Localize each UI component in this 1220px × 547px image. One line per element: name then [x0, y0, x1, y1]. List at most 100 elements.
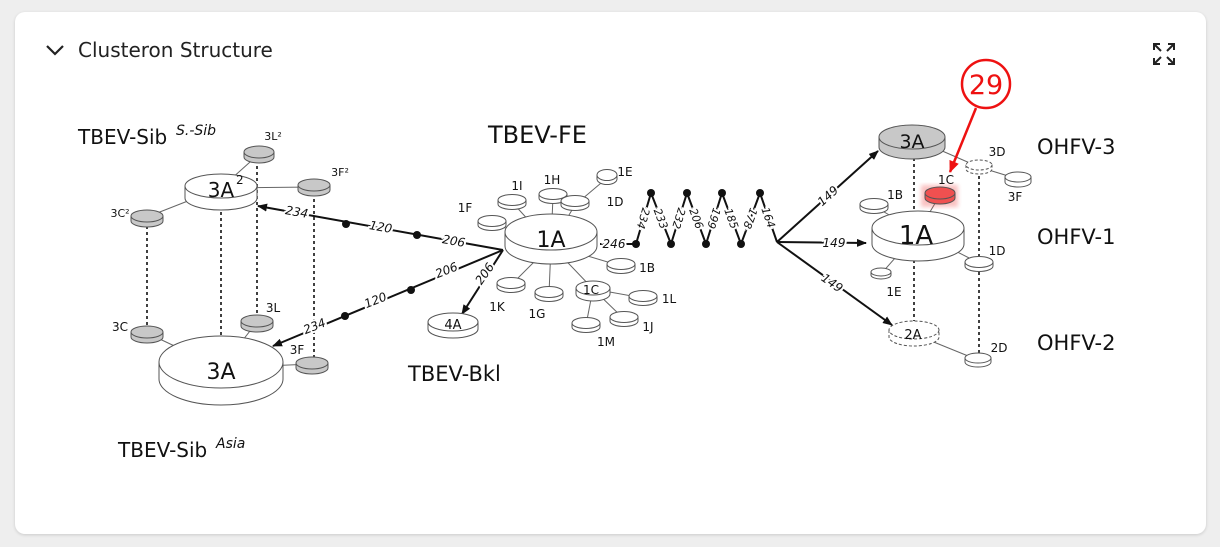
node-label-oh-1D: 1D: [989, 244, 1006, 258]
annotation-label: 29: [969, 70, 1003, 101]
node-oh-2A[interactable]: [888, 320, 940, 347]
node-label-sib-3F2: 3F²: [331, 166, 349, 179]
group-label-tbev-fe: TBEV-FE: [487, 121, 587, 149]
node-label-oh-1E: 1E: [886, 285, 901, 299]
mutation-dot: [632, 240, 640, 248]
edge-label: 246: [603, 237, 626, 251]
node-oh-3D[interactable]: [965, 159, 993, 175]
group-label-ohfv-1: OHFV-1: [1037, 225, 1115, 249]
node-label-superscript: 2: [236, 173, 244, 187]
node-fe-1B[interactable]: [606, 258, 636, 274]
edge-label: 164: [758, 206, 777, 230]
edge-label: 234: [301, 316, 327, 338]
node-oh-1E[interactable]: [870, 267, 892, 280]
node-label-oh-1A: 1A: [899, 221, 934, 251]
node-fe-1I[interactable]: [497, 194, 527, 210]
node-label-sib-3L2: 3L²: [264, 130, 282, 143]
node-label-fe-1H: 1H: [544, 173, 561, 187]
node-oh-1A[interactable]: [871, 210, 965, 262]
edge-label: 234: [634, 206, 652, 230]
edge-label: 206: [433, 259, 460, 281]
node-oh-3F[interactable]: [1004, 171, 1032, 188]
node-sib-3L2[interactable]: [243, 145, 275, 164]
node-label-fe-1I: 1I: [511, 179, 522, 193]
expand-icon[interactable]: [1151, 41, 1177, 67]
node-oh-1B[interactable]: [859, 198, 889, 214]
node-fe-1F[interactable]: [477, 215, 507, 231]
edge-arrow: [776, 238, 867, 247]
node-label-bkl-4A: 4A: [444, 318, 461, 333]
node-fe-1A[interactable]: [504, 213, 598, 265]
mutation-dot: [342, 220, 350, 228]
edge-label: 120: [362, 289, 389, 311]
node-label-fe-1E: 1E: [617, 165, 632, 179]
mutation-dot: [718, 189, 726, 197]
node-label-sib-3C: 3C: [112, 320, 128, 334]
node-sib-3C2[interactable]: [130, 209, 164, 228]
annotation-arrow: [948, 107, 978, 173]
mutation-dot: [647, 189, 655, 197]
node-sib-3F2[interactable]: [297, 178, 331, 197]
edge-label: 149: [823, 236, 846, 250]
node-label-oh-1C: 1C: [938, 173, 954, 187]
mutation-dot: [413, 231, 421, 239]
mutation-dot: [407, 286, 415, 294]
node-label-fe-1K: 1K: [489, 300, 506, 314]
node-label-oh-3A: 3A: [899, 131, 924, 153]
group-label-tbev-bkl: TBEV-Bkl: [407, 362, 501, 386]
node-fe-1M[interactable]: [571, 317, 601, 333]
node-fe-1C[interactable]: [575, 280, 611, 302]
node-label-fe-1G: 1G: [529, 307, 546, 321]
node-label-sib-3F: 3F: [290, 343, 305, 357]
edge-arrow: [461, 249, 504, 315]
edge-label: 233: [651, 207, 671, 231]
node-oh-1C-highlighted[interactable]: [924, 186, 956, 205]
edge-label: 206: [441, 232, 466, 250]
node-oh-1D[interactable]: [964, 256, 994, 272]
edge-arrow: [776, 150, 879, 243]
group-label-sup: S.-Sib: [176, 123, 216, 139]
node-fe-1L[interactable]: [628, 290, 658, 306]
edge-label: 178: [740, 206, 760, 230]
edge-arrow: [272, 249, 504, 347]
edge-label: 120: [368, 218, 393, 236]
chevron-down-icon: [46, 45, 64, 56]
node-fe-1G[interactable]: [534, 286, 564, 302]
group-label-tbev-sib-asia: TBEV-Sib: [117, 438, 207, 462]
node-oh-2D[interactable]: [964, 352, 992, 368]
edge-label: 234: [284, 203, 309, 221]
node-label-sib-3C2: 3C²: [110, 207, 129, 220]
node-sib-3A[interactable]: [158, 335, 284, 406]
node-sib-3L[interactable]: [240, 314, 274, 333]
node-label-fe-1F: 1F: [458, 201, 473, 215]
group-label-tbev-sib-ssib: TBEV-Sib: [77, 125, 167, 149]
annotation-circle: [960, 58, 1012, 110]
mutation-dot: [341, 312, 349, 320]
node-fe-1D[interactable]: [560, 195, 590, 211]
node-fe-1H[interactable]: [538, 188, 568, 204]
group-label-ohfv-3: OHFV-3: [1037, 135, 1115, 159]
node-sib-3C[interactable]: [130, 325, 164, 344]
node-bkl-4A[interactable]: [427, 312, 479, 339]
node-label-oh-2D: 2D: [991, 341, 1008, 355]
node-label-oh-3D: 3D: [989, 145, 1006, 159]
node-label-fe-1J: 1J: [642, 320, 653, 334]
node-sib-3A2[interactable]: [184, 173, 258, 211]
edge-label: 199: [704, 206, 723, 230]
mutation-dot: [702, 240, 710, 248]
mutation-dot: [737, 240, 745, 248]
node-label-oh-2A: 2A: [904, 328, 921, 343]
node-label-fe-1D: 1D: [607, 195, 624, 209]
node-sib-3F[interactable]: [295, 356, 329, 375]
node-oh-3A[interactable]: [878, 124, 946, 160]
node-label-sib-3A2: 3A: [208, 178, 235, 202]
section-title: Clusteron Structure: [78, 38, 273, 62]
node-fe-1K[interactable]: [496, 277, 526, 293]
section-header-toggle[interactable]: Clusteron Structure: [44, 38, 273, 62]
node-label-fe-1L: 1L: [662, 292, 677, 306]
edge-arrow: [776, 241, 893, 326]
node-fe-1E[interactable]: [596, 169, 618, 185]
clusteron-structure-card: [15, 12, 1206, 534]
node-fe-1J[interactable]: [609, 311, 639, 327]
